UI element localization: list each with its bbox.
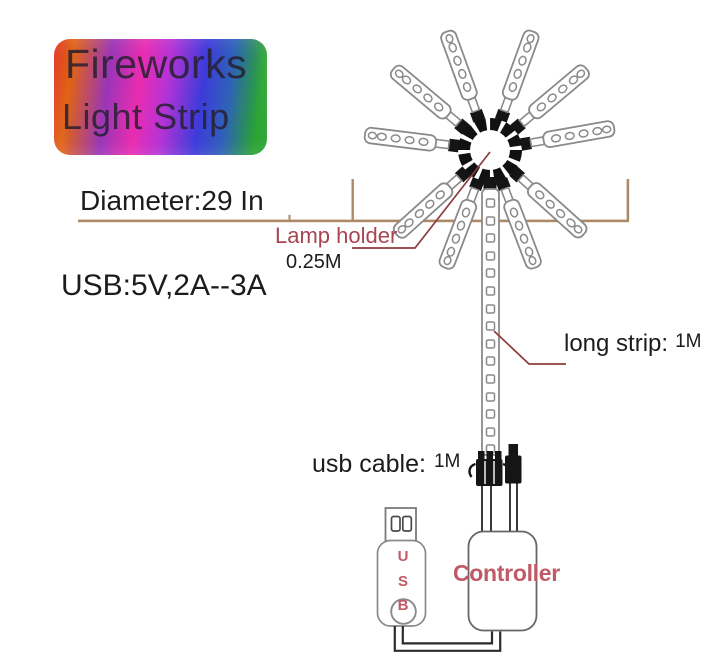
- usb-cable-callout: usb cable: 1M: [312, 450, 460, 479]
- usb-indicator-circle: [390, 598, 417, 625]
- long-strip-length: 1M: [675, 331, 702, 352]
- lamp-holder-length-label: 0.25M: [286, 251, 342, 273]
- lamp-holder-leader-line: [352, 151, 491, 249]
- usb-cable-length: 1M: [433, 451, 461, 472]
- hub-ring: [458, 118, 522, 182]
- led-strip-arm: [518, 119, 617, 153]
- power-connector-plug: [505, 444, 522, 484]
- brand-logo-line1: Fireworks: [65, 41, 248, 87]
- led-strip-arm: [363, 126, 461, 156]
- usb-letter-u: U: [397, 548, 409, 565]
- usb-letter-s: S: [397, 572, 408, 590]
- long-strip: [481, 177, 500, 456]
- long-strip-label: long strip:: [564, 330, 669, 357]
- lamp-holder-label: Lamp holder: [275, 223, 398, 248]
- usb-cable-loop: [393, 626, 502, 652]
- diameter-measure-line: [78, 179, 630, 223]
- usb-letter-b: B: [397, 597, 409, 614]
- long-strip-callout: long strip: 1M: [564, 330, 701, 358]
- usb-body-letters: U S B: [393, 545, 413, 619]
- strip-connector-plug: [468, 451, 511, 486]
- diameter-spec-label: Diameter:29 In: [80, 185, 264, 216]
- usb-power-spec-label: USB:5V,2A--3A: [61, 269, 267, 302]
- brand-logo: Fireworks Light Strip: [54, 39, 267, 155]
- usb-cable-label: usb cable:: [312, 450, 426, 478]
- brand-logo-line2: Light Strip: [62, 96, 230, 137]
- long-strip-leader-line: [493, 330, 566, 365]
- controller-box: [467, 530, 538, 632]
- connector-wires: [481, 483, 518, 532]
- usb-plug: [384, 507, 417, 542]
- controller-label: Controller: [453, 560, 560, 586]
